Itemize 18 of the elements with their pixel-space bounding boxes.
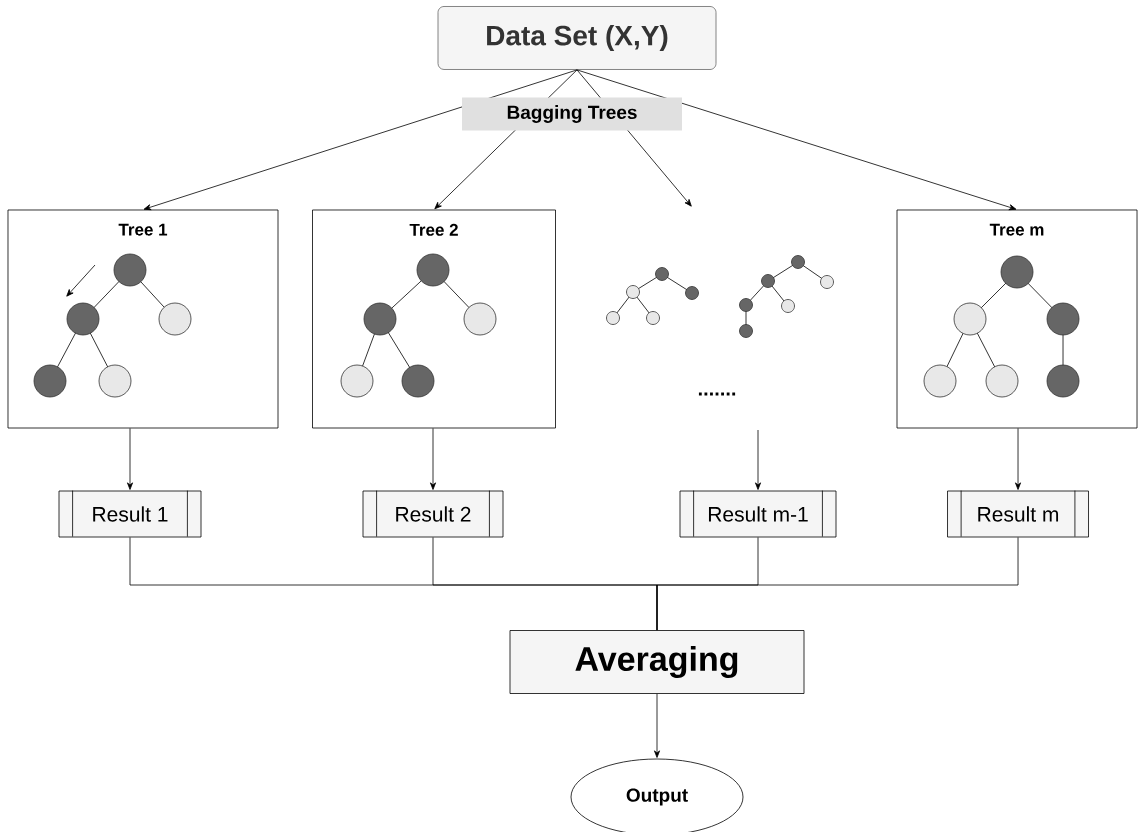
tree-box: Tree 1 [7, 209, 279, 429]
averaging-box: Averaging [509, 630, 805, 694]
tree-box: Tree m [896, 209, 1138, 429]
result-box: Result 1 [58, 490, 202, 538]
result-box: Result 2 [362, 490, 504, 538]
arrow [755, 429, 761, 490]
result-box: Result m-1 [679, 490, 837, 538]
arrow [430, 428, 436, 490]
arrow [1015, 428, 1021, 490]
ellipsis-text: ....... [698, 392, 736, 396]
result-box: Result m [947, 490, 1089, 538]
arrow [576, 69, 1017, 211]
label-band: Bagging Trees [462, 97, 682, 131]
data-box: Data Set (X,Y) [437, 6, 717, 70]
tree-box: Tree 2 [312, 209, 556, 429]
arrow [127, 428, 133, 490]
arrow [143, 69, 578, 211]
arrow [654, 693, 660, 758]
